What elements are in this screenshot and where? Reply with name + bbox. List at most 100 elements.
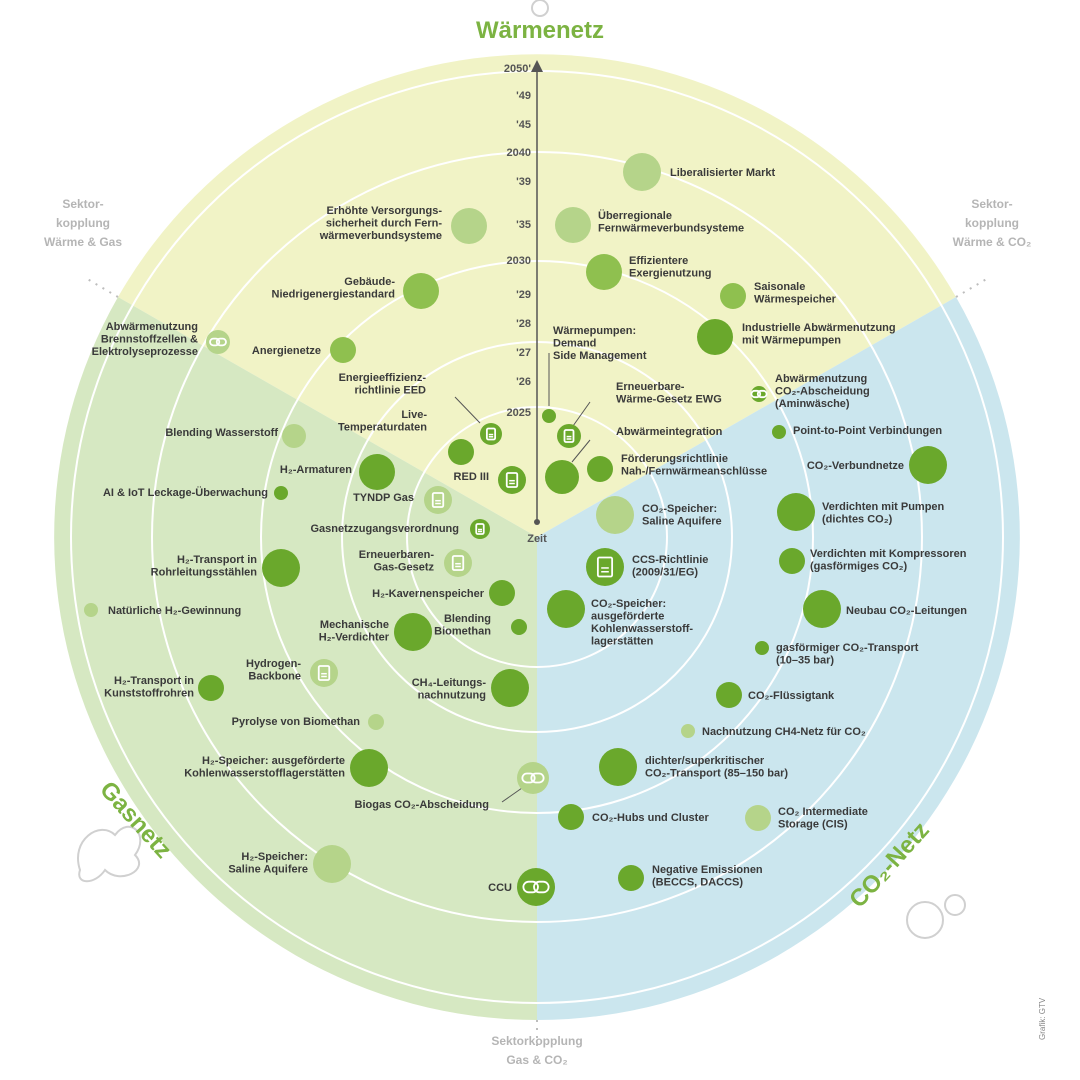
item-gebaeude: Gebäude-Niedrigenergiestandard: [272, 273, 439, 309]
industrielle-abwaerme-bubble: [697, 319, 733, 355]
year-tick: '39: [516, 176, 531, 188]
item-biogas-co2: Biogas CO₂-Abscheidung: [355, 762, 549, 811]
pyrolyse-bubble: [368, 714, 384, 730]
co2-verbundnetze-bubble: [909, 446, 947, 484]
negative-emissionen-bubble: [618, 865, 644, 891]
saisonale-label: Wärmespeicher: [754, 294, 837, 306]
coupling-waerme-gas-line3: Wärme & Gas: [44, 235, 122, 249]
item-ch4-nachnutzung: CH₄-Leitungs-nachnutzung: [412, 669, 529, 707]
negative-emissionen-label: Negative Emissionen: [652, 864, 763, 876]
point-to-point-label: Point-to-Point Verbindungen: [793, 425, 942, 437]
waermepumpen-dsm-label: Wärmepumpen:: [553, 325, 636, 337]
coupling-gas-co2-line1: Sektorkopplung: [491, 1034, 582, 1048]
coupling-waerme-co2-line1: Sektor-: [971, 197, 1012, 211]
coupling-waerme-co2-line2: kopplung: [965, 216, 1019, 230]
abwaerme-co2-label: (Aminwäsche): [775, 398, 850, 410]
abwaerme-brennstoff-label: Brennstoffzellen &: [101, 334, 198, 346]
abwaerme-co2-label: Abwärmenutzung: [775, 373, 867, 385]
leaf-decor-icon: [77, 825, 142, 883]
natuerliche-h2-label: Natürliche H₂-Gewinnung: [108, 605, 241, 617]
decor-icons: [77, 0, 966, 939]
abwaermeintegration-label: Abwärmeintegration: [616, 426, 723, 438]
ueberregionale-bubble: [555, 207, 591, 243]
item-nachnutzung-ch4-co2: Nachnutzung CH4-Netz für CO₂: [681, 724, 866, 738]
h2-kunststoff-label: H₂-Transport in: [114, 675, 194, 687]
co2-bubble-decor-icon: [906, 901, 944, 939]
saisonale-bubble: [720, 283, 746, 309]
dichter-transport-bubble: [599, 748, 637, 786]
item-verdichten-kompressoren: Verdichten mit Kompressoren(gasförmiges …: [779, 548, 967, 574]
item-co2-speicher-saline: CO₂-Speicher:Saline Aquifere: [596, 496, 722, 534]
link-icon: [521, 772, 536, 784]
item-hydrogen-backbone: Hydrogen-Backbone: [246, 658, 338, 687]
document-icon: [505, 472, 519, 488]
co2-cis-label: CO₂ Intermediate: [778, 806, 868, 818]
year-tick: '49: [516, 90, 531, 102]
live-temp-label: Live-: [401, 409, 427, 421]
abwaerme-co2-bubble: [751, 386, 767, 402]
blending-h2-label: Blending Wasserstoff: [165, 427, 278, 439]
item-natuerliche-h2: Natürliche H₂-Gewinnung: [84, 603, 241, 617]
link-icon-part: [530, 772, 545, 784]
ewg-label: Erneuerbare-: [616, 381, 685, 393]
item-ai-iot: AI & IoT Leckage-Überwachung: [103, 486, 288, 500]
blending-biomethan-label: Biomethan: [434, 626, 491, 638]
year-tick: '26: [516, 376, 531, 388]
hydrogen-backbone-label: Hydrogen-: [246, 658, 301, 670]
liberalisierter-markt-bubble: [623, 153, 661, 191]
coupling-waerme-co2: Sektor- kopplung Wärme & CO₂: [953, 197, 1032, 249]
ueberregionale-label: Fernwärmeverbundsysteme: [598, 223, 744, 235]
gasfoermig-transport-bubble: [755, 641, 769, 655]
co2-speicher-kw-label: Kohlenwasserstoff-: [591, 623, 693, 635]
versorgungssicherheit-label: wärmeverbundsysteme: [319, 230, 442, 242]
versorgungssicherheit-label: sicherheit durch Fern-: [326, 218, 442, 230]
year-tick: '29: [516, 289, 531, 301]
leader-line: [501, 787, 523, 803]
ccs-richtlinie-label: CCS-Richtlinie: [632, 554, 708, 566]
co2-speicher-saline-label: Saline Aquifere: [642, 516, 722, 528]
h2-kavernen-label: H₂-Kavernenspeicher: [372, 588, 485, 600]
year-tick: 2030: [507, 255, 531, 267]
ccu-label: CCU: [488, 882, 512, 894]
leader-line: [454, 396, 481, 424]
blending-biomethan-bubble: [511, 619, 527, 635]
nachnutzung-ch4-co2-label: Nachnutzung CH4-Netz für CO₂: [702, 726, 866, 738]
ccs-richtlinie-bubble: [586, 548, 624, 586]
coupling-waerme-co2-line3: Wärme & CO₂: [953, 235, 1032, 249]
erneuerbaren-gas-label: Erneuerbaren-: [359, 549, 435, 561]
h2-kavernen-bubble: [489, 580, 515, 606]
item-h2-speicher-kw: H₂-Speicher: ausgeförderteKohlenwasserst…: [184, 749, 388, 787]
exergie-label: Exergienutzung: [629, 268, 712, 280]
eed-label: richtlinie EED: [354, 385, 426, 397]
h2-speicher-kw-label: H₂-Speicher: ausgeförderte: [202, 755, 345, 767]
biogas-co2-label: Biogas CO₂-Abscheidung: [355, 799, 489, 811]
ch4-nachnutzung-label: nachnutzung: [418, 690, 486, 702]
separator-waerme-gas: [83, 276, 119, 298]
gasfoermig-transport-label: gasförmiger CO₂-Transport: [776, 642, 919, 654]
coupling-waerme-gas: Sektor- kopplung Wärme & Gas: [44, 197, 122, 249]
ch4-nachnutzung-label: CH₄-Leitungs-: [412, 677, 487, 689]
co2-fluessigtank-label: CO₂-Flüssigtank: [748, 690, 835, 702]
item-co2-speicher-kw: CO₂-Speicher:ausgeförderteKohlenwasserst…: [547, 590, 693, 648]
leader-line: [571, 439, 591, 463]
item-blending-h2: Blending Wasserstoff: [165, 424, 306, 448]
item-ccu: CCU: [488, 868, 555, 906]
gebaeude-label: Niedrigenergiestandard: [272, 289, 395, 301]
live-temp-label: Temperaturdaten: [338, 422, 427, 434]
item-foerderrichtlinie: FörderungsrichtlinieNah-/Fernwärmeanschl…: [587, 453, 767, 482]
waermepumpen-dsm-bubble: [542, 409, 556, 423]
link-icon-part: [215, 337, 227, 347]
h2-speicher-saline-label: H₂-Speicher:: [241, 851, 308, 863]
separator-waerme-co2: [955, 276, 991, 298]
time-axis-origin: [534, 519, 540, 525]
co2-fluessigtank-bubble: [716, 682, 742, 708]
exergie-bubble: [586, 254, 622, 290]
item-tyndp: TYNDP Gas: [353, 486, 452, 514]
sector-title-waermenetz: Wärmenetz: [476, 17, 604, 44]
